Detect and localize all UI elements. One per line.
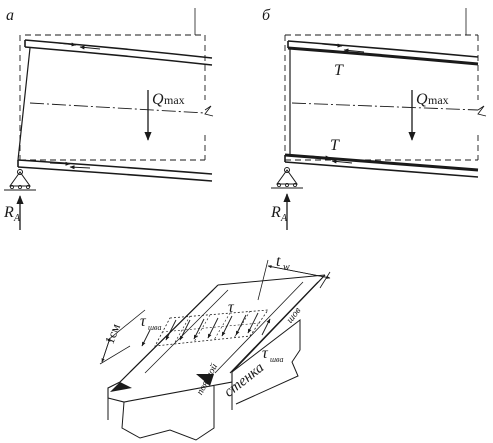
shear-arrows (165, 312, 259, 341)
length-dimension: 1см (102, 321, 124, 346)
slip-arrow-bottom-left (69, 165, 91, 170)
weld-detail: 1см t w τ τ шва τ шва шов поясной стенка (99, 253, 331, 441)
reaction-symbol: R (3, 204, 14, 221)
reaction-subscript: A (13, 213, 21, 224)
load-symbol: Q (152, 91, 164, 108)
weld-arrow-right (261, 318, 271, 336)
weld-stress-right-symbol: τ (262, 345, 269, 362)
weld-label: шов (284, 305, 303, 326)
weld-arrow-left (141, 329, 151, 347)
web-thickness-subscript: w (283, 262, 290, 273)
load-subscript-b: max (428, 93, 449, 107)
reaction-symbol-b: R (270, 204, 281, 221)
flange-front-face (107, 372, 233, 403)
t-arrow-bottom-left (331, 159, 353, 164)
weld-stress-left-subscript: шва (148, 323, 161, 332)
load-symbol-b: Q (416, 91, 428, 108)
flange-label: поясной (195, 362, 221, 397)
bottom-flange-upper (17, 159, 213, 175)
web-side-face (231, 318, 301, 405)
t-arrow-top-right (321, 43, 343, 48)
break-symbol (204, 105, 214, 117)
panel-a-label: а (6, 7, 14, 24)
t-arrow-bottom-right (309, 155, 331, 160)
load-subscript: max (164, 93, 185, 107)
undeformed-outline-b (284, 34, 479, 161)
t-arrow-top-left (343, 48, 365, 53)
bottom-weld-b (284, 153, 479, 172)
web-end (17, 47, 31, 161)
shear-element (154, 309, 269, 347)
flange-force-bottom: T (330, 137, 340, 154)
pin-support (4, 169, 36, 191)
break-symbol-b (477, 105, 487, 117)
panel-b-label: б (262, 7, 271, 24)
reaction-subscript-b: A (280, 213, 288, 224)
neutral-axis-b (291, 102, 479, 111)
weld-fillet-left (110, 382, 132, 392)
slip-arrow-top-right (57, 42, 77, 47)
web-block (121, 386, 215, 441)
weld-fillet-right (196, 374, 214, 386)
flange-top-back-edge (217, 274, 326, 286)
bottom-flange-lower-b (284, 161, 479, 178)
weld-stress-left-symbol: τ (140, 313, 147, 330)
top-weld-b (287, 46, 479, 66)
undeformed-outline (19, 34, 206, 161)
web-thickness-symbol: t (276, 253, 281, 270)
slip-arrow-bottom-right (49, 161, 71, 166)
neutral-axis (29, 102, 206, 114)
shear-stress: τ (228, 299, 235, 316)
web-label: стенка (221, 360, 267, 401)
dim-1cm-ext-top (107, 309, 146, 341)
top-flange-upper (24, 39, 213, 59)
top-flange-lower (24, 46, 213, 66)
web-right-line (229, 281, 319, 374)
pin-support-b (271, 167, 303, 189)
flange-force-top: T (334, 62, 344, 79)
bottom-flange-lower (17, 166, 213, 182)
weld-stress-right-subscript: шва (270, 355, 283, 364)
panel-a: а Q max (3, 7, 214, 230)
panel-b: б T T Q max (262, 7, 487, 230)
slip-arrow-top-left (79, 45, 101, 50)
dim-1cm-ext-bottom (99, 345, 131, 365)
top-flange-upper-b (287, 40, 479, 58)
